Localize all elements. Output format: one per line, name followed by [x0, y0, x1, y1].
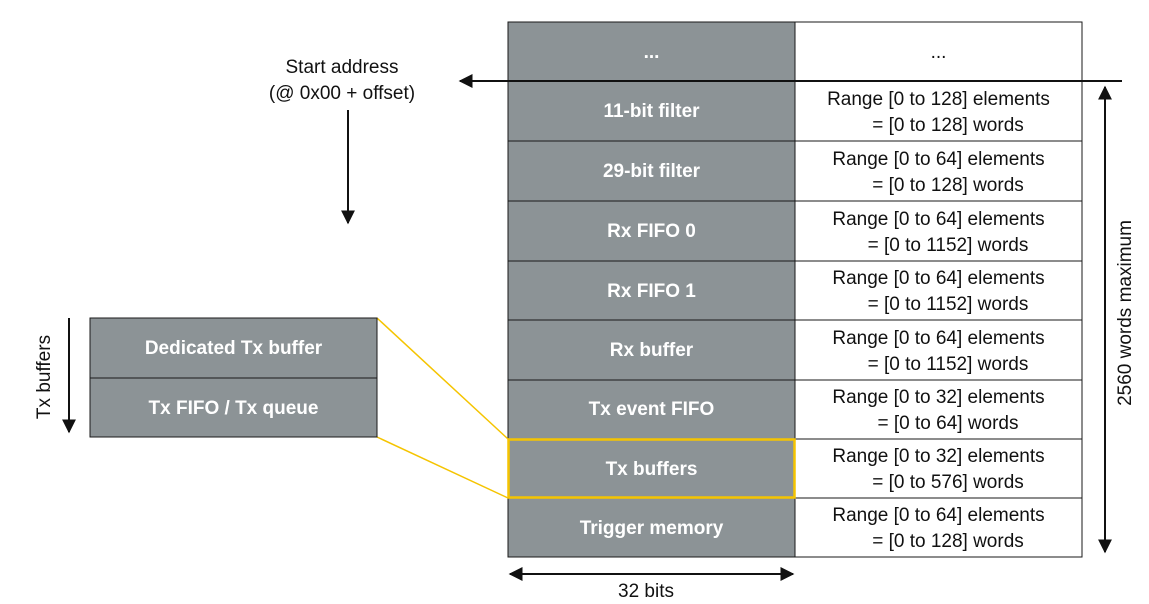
section-label: Tx buffers: [606, 459, 698, 480]
section-label: Rx FIFO 1: [607, 281, 696, 302]
total-size-label: 2560 words maximum: [1115, 220, 1136, 406]
memory-row: ... ...: [507, 21, 1083, 82]
section-label: Trigger memory: [580, 518, 724, 539]
section-cell: [507, 260, 796, 321]
memory-row: 29-bit filter Range [0 to 64] elements =…: [507, 140, 1083, 202]
section-cell: [507, 379, 796, 440]
dedicated-tx-buffer-cell: [89, 317, 378, 379]
size-label: ...: [931, 42, 947, 63]
connector-line-top: [376, 317, 509, 440]
size-words-label: = [0 to 1152] words: [868, 354, 1029, 375]
section-cell: [507, 200, 796, 262]
section-label: Tx event FIFO: [589, 399, 715, 420]
memory-row: Rx FIFO 0 Range [0 to 64] elements = [0 …: [507, 200, 1083, 262]
dedicated-tx-buffer-label: Dedicated Tx buffer: [145, 338, 323, 359]
tx-fifo-queue-cell: [89, 377, 378, 438]
size-cell: [794, 140, 1083, 202]
size-range-label: Range [0 to 32] elements: [832, 446, 1044, 467]
size-range-label: Range [0 to 64] elements: [832, 505, 1044, 526]
section-cell: [507, 438, 796, 499]
connector-line-bottom: [376, 436, 509, 499]
start-address-label: Start address: [286, 57, 399, 78]
memory-row: Tx event FIFO Range [0 to 32] elements =…: [507, 379, 1083, 440]
width-label: 32 bits: [618, 581, 674, 602]
memory-row: Rx FIFO 1 Range [0 to 64] elements = [0 …: [507, 260, 1083, 321]
size-range-label: Range [0 to 64] elements: [832, 328, 1044, 349]
memory-row: Rx buffer Range [0 to 64] elements = [0 …: [507, 319, 1083, 381]
size-words-label: = [0 to 1152] words: [868, 235, 1029, 256]
section-label: 11-bit filter: [603, 101, 700, 122]
tx-buffers-detail: Dedicated Tx buffer Tx FIFO / Tx queue: [89, 317, 378, 438]
size-range-label: Range [0 to 64] elements: [832, 268, 1044, 289]
section-label: Rx FIFO 0: [607, 221, 696, 242]
size-cell: [794, 379, 1083, 440]
size-words-label: = [0 to 128] words: [872, 115, 1024, 136]
tx-buffers-side-label: Tx buffers: [34, 335, 55, 419]
size-cell: [794, 260, 1083, 321]
size-words-label: = [0 to 576] words: [872, 472, 1024, 493]
memory-row: Trigger memory Range [0 to 64] elements …: [507, 497, 1083, 558]
size-words-label: = [0 to 128] words: [872, 531, 1024, 552]
section-cell: [507, 497, 796, 558]
section-label: Rx buffer: [610, 340, 694, 361]
size-words-label: = [0 to 1152] words: [868, 294, 1029, 315]
section-cell: [507, 140, 796, 202]
section-label: ...: [644, 42, 660, 63]
size-range-label: Range [0 to 64] elements: [832, 209, 1044, 230]
memory-row: 11-bit filter Range [0 to 128] elements …: [507, 80, 1083, 142]
size-words-label: = [0 to 64] words: [878, 413, 1019, 434]
size-range-label: Range [0 to 32] elements: [832, 387, 1044, 408]
tx-buffers-highlight: [507, 438, 796, 499]
size-cell: [794, 497, 1083, 558]
size-range-label: Range [0 to 128] elements: [827, 89, 1050, 110]
section-label: 29-bit filter: [603, 161, 701, 182]
start-address-offset-label: (@ 0x00 + offset): [269, 83, 415, 104]
memory-map-table: ... ... 11-bit filter Range [0 to 128] e…: [507, 21, 1083, 558]
section-cell: [507, 21, 796, 82]
section-cell: [507, 80, 796, 142]
size-cell: [794, 200, 1083, 262]
size-words-label: = [0 to 128] words: [872, 175, 1024, 196]
tx-fifo-queue-label: Tx FIFO / Tx queue: [149, 398, 319, 419]
size-range-label: Range [0 to 64] elements: [832, 149, 1044, 170]
